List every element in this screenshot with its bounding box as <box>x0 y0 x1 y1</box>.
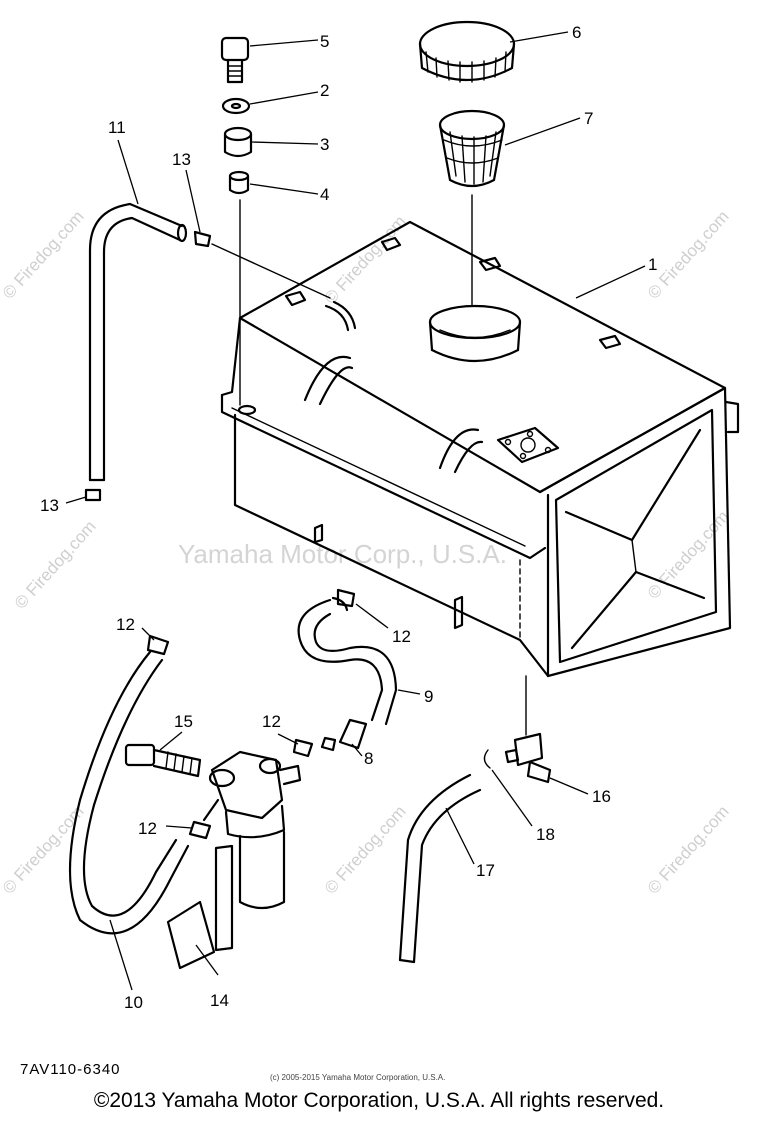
label-part-11: 11 <box>108 118 126 137</box>
label-part-6: 6 <box>572 23 581 42</box>
bolt-5 <box>220 36 319 84</box>
copyright-notice: ©2013 Yamaha Motor Corporation, U.S.A. A… <box>93 1089 665 1112</box>
label-part-18: 18 <box>536 825 555 844</box>
watermark-site-2: © Firedog.com <box>0 207 88 303</box>
label-part-12-hose10: 12 <box>116 615 135 634</box>
watermark-site-6: © Firedog.com <box>321 802 410 898</box>
cap-6 <box>418 20 569 83</box>
label-part-15: 15 <box>174 712 193 731</box>
label-part-4: 4 <box>320 185 329 204</box>
watermark-site-5: © Firedog.com <box>0 802 88 898</box>
label-part-1: 1 <box>648 255 657 274</box>
fuel-filter-assembly <box>124 731 314 976</box>
label-part-17: 17 <box>476 861 495 880</box>
small-notice: (c) 2005-2015 Yamaha Motor Corporation, … <box>270 1073 445 1082</box>
label-part-7: 7 <box>584 109 593 128</box>
watermark-center: Yamaha Motor Corp., U.S.A. <box>178 539 507 569</box>
label-part-13-top: 13 <box>172 150 191 169</box>
label-part-13-bottom: 13 <box>40 496 59 515</box>
hose-10 <box>68 627 212 991</box>
label-part-5: 5 <box>320 32 329 51</box>
label-part-3: 3 <box>320 135 329 154</box>
label-part-8: 8 <box>364 749 373 768</box>
fuel-cock-16 <box>483 675 589 827</box>
diagram-code: 7AV110-6340 <box>20 1061 121 1078</box>
label-part-2: 2 <box>320 81 329 100</box>
collar-4 <box>228 170 319 406</box>
watermark-site-1: © Firedog.com <box>11 517 100 613</box>
washer-2 <box>221 91 319 115</box>
fuel-hose-17 <box>398 773 482 964</box>
watermark-site-8: © Firedog.com <box>644 507 733 603</box>
label-part-16: 16 <box>592 787 611 806</box>
hose-9 <box>297 588 421 757</box>
label-part-12-filter: 12 <box>138 819 157 838</box>
label-part-10: 10 <box>124 993 143 1012</box>
label-part-9: 9 <box>424 687 433 706</box>
part-labels: 5 2 3 4 6 7 1 11 13 13 12 9 8 12 15 12 1… <box>40 23 657 1012</box>
watermarks: Yamaha Motor Corp., U.S.A. © Firedog.com… <box>0 207 733 898</box>
label-part-12-hose9: 12 <box>392 627 411 646</box>
label-part-14: 14 <box>210 991 229 1010</box>
label-part-12-valve: 12 <box>262 712 281 731</box>
vent-hose-11 <box>65 139 331 504</box>
watermark-site-3: © Firedog.com <box>321 212 410 308</box>
fuel-tank <box>220 220 740 678</box>
grommet-3 <box>223 126 319 158</box>
strainer-7 <box>438 109 581 306</box>
watermark-site-7: © Firedog.com <box>644 802 733 898</box>
